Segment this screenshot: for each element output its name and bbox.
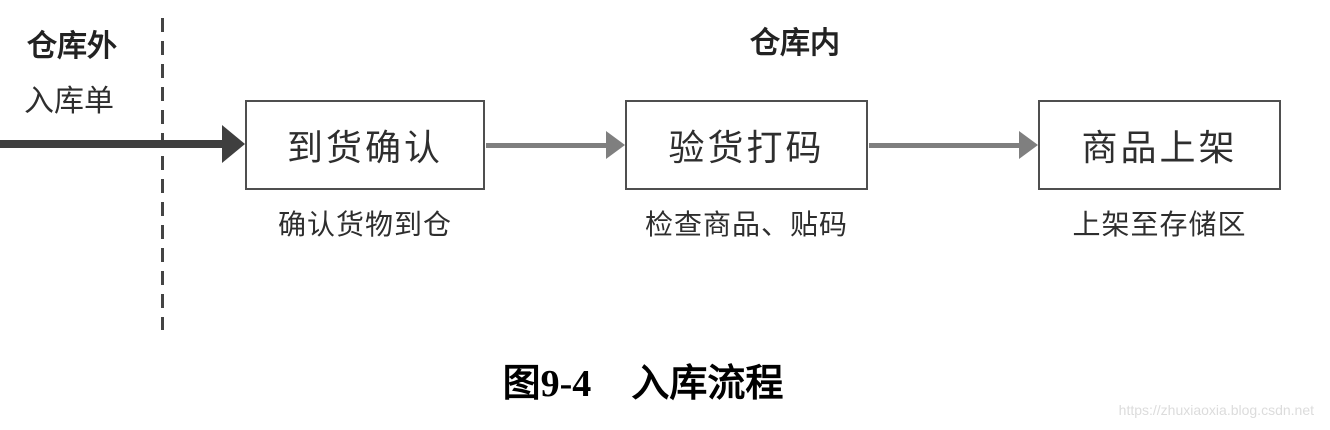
arrow-head-icon [222, 125, 245, 163]
flow-arrow-icon [869, 130, 1038, 160]
arrow-head-icon [1019, 131, 1038, 159]
step-title: 验货打码 [668, 127, 825, 168]
step-box-inspection-coding: 验货打码 [625, 100, 868, 190]
figure-title: 入库流程 [631, 363, 784, 405]
figure-caption: 图9-4 入库流程 [0, 362, 1308, 408]
step-title: 商品上架 [1081, 127, 1238, 168]
watermark: https://zhuxiaoxia.blog.csdn.net [1118, 402, 1314, 418]
step-description-product-shelving: 上架至存储区 [1072, 209, 1247, 240]
step-description-inspection-coding: 检查商品、贴码 [644, 209, 848, 240]
arrow-line [0, 140, 222, 148]
zone-inside-warehouse-label: 仓库内 [750, 27, 840, 60]
warehouse-boundary-divider [161, 18, 164, 330]
arrow-head-icon [606, 131, 625, 159]
step-description-arrival-confirmation: 确认货物到仓 [277, 209, 452, 240]
arrow-line [486, 142, 606, 148]
zone-outside-warehouse-label: 仓库外 [27, 30, 117, 63]
figure-number: 图9-4 [502, 363, 592, 405]
flow-arrow-icon [486, 130, 625, 160]
arrow-line [869, 142, 1019, 148]
step-box-arrival-confirmation: 到货确认 [245, 100, 485, 190]
inbound-entry-arrow-icon [0, 124, 245, 164]
inbound-order-label: 入库单 [24, 85, 114, 118]
step-title: 到货确认 [286, 127, 443, 168]
step-box-product-shelving: 商品上架 [1038, 100, 1281, 190]
